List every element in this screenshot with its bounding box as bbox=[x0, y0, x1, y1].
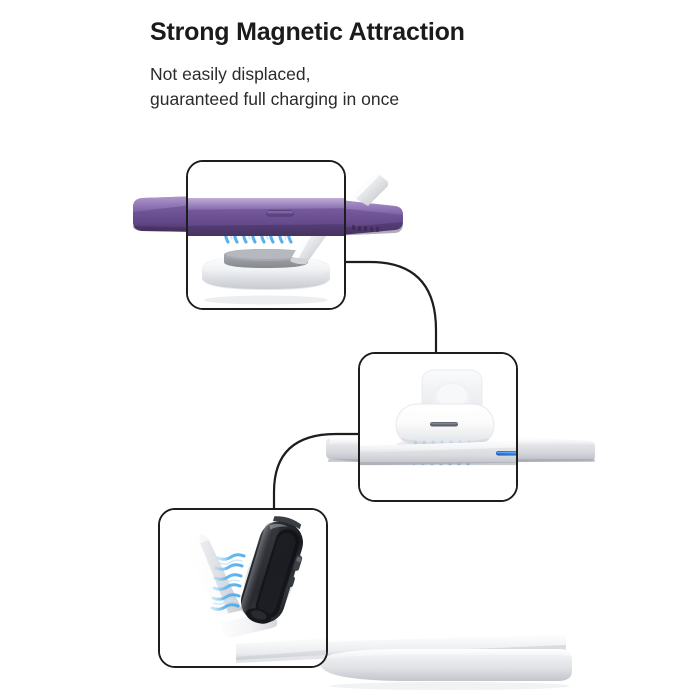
watch-dock-base-overflow bbox=[320, 634, 572, 690]
charger-arm-overflow bbox=[351, 173, 389, 206]
subtitle-line-1: Not easily displaced, bbox=[150, 64, 311, 84]
panel-watch-content bbox=[160, 510, 326, 666]
watch-charging-illustration bbox=[160, 510, 326, 666]
panel-phone-frame bbox=[186, 160, 346, 310]
connector-path-1 bbox=[344, 260, 438, 354]
panel-earbuds-frame bbox=[358, 352, 518, 502]
panel-phone-content bbox=[188, 162, 344, 308]
page-subtitle: Not easily displaced, guaranteed full ch… bbox=[150, 62, 399, 112]
smartphone bbox=[188, 198, 344, 236]
panel-earbuds-content bbox=[360, 354, 516, 500]
watch-dock-rail bbox=[236, 638, 326, 663]
earbuds-charging-illustration bbox=[360, 354, 516, 500]
panel-watch-frame bbox=[158, 508, 328, 668]
magnetic-wave-group bbox=[210, 553, 246, 611]
connector-path-2 bbox=[272, 432, 360, 510]
flat-charging-pad bbox=[360, 441, 516, 467]
smartwatch bbox=[240, 516, 304, 624]
subtitle-line-2: guaranteed full charging in once bbox=[150, 89, 400, 109]
page-title: Strong Magnetic Attraction bbox=[150, 18, 465, 46]
magnetic-wave-highlights bbox=[213, 559, 243, 605]
phone-charging-illustration bbox=[188, 162, 344, 308]
